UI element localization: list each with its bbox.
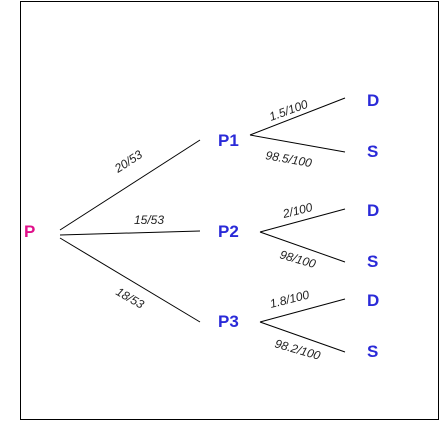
edge-p2-d (259, 208, 346, 233)
edge-p2-s (259, 231, 346, 263)
edge-p1-d (249, 97, 346, 136)
prob-p1-s: 98.5/100 (264, 148, 313, 170)
edge-p3-d (259, 298, 346, 323)
prob-p-p3: 18/53 (114, 284, 147, 311)
node-p3-s: S (367, 342, 378, 361)
node-p2-d: D (367, 201, 379, 220)
edge-p-p2 (59, 230, 201, 236)
prob-p2-s: 98/100 (278, 247, 317, 271)
node-root: P (24, 222, 35, 241)
node-p1-d: D (367, 91, 379, 110)
prob-p3-d: 1.8/100 (268, 288, 311, 311)
edge-p-p3 (59, 237, 201, 323)
prob-p-p2: 15/53 (134, 213, 164, 227)
node-p3: P3 (218, 312, 239, 331)
prob-p2-d: 2/100 (280, 200, 314, 221)
node-p3-d: D (367, 291, 379, 310)
prob-p3-s: 98.2/100 (273, 336, 322, 362)
prob-p-p1: 20/53 (111, 147, 145, 176)
node-p1: P1 (218, 131, 239, 150)
node-p2-s: S (367, 252, 378, 271)
node-p2: P2 (218, 222, 239, 241)
node-p1-s: S (367, 142, 378, 161)
edge-p1-s (249, 134, 346, 153)
edge-p3-s (259, 321, 346, 353)
edge-p-p1 (59, 139, 201, 231)
